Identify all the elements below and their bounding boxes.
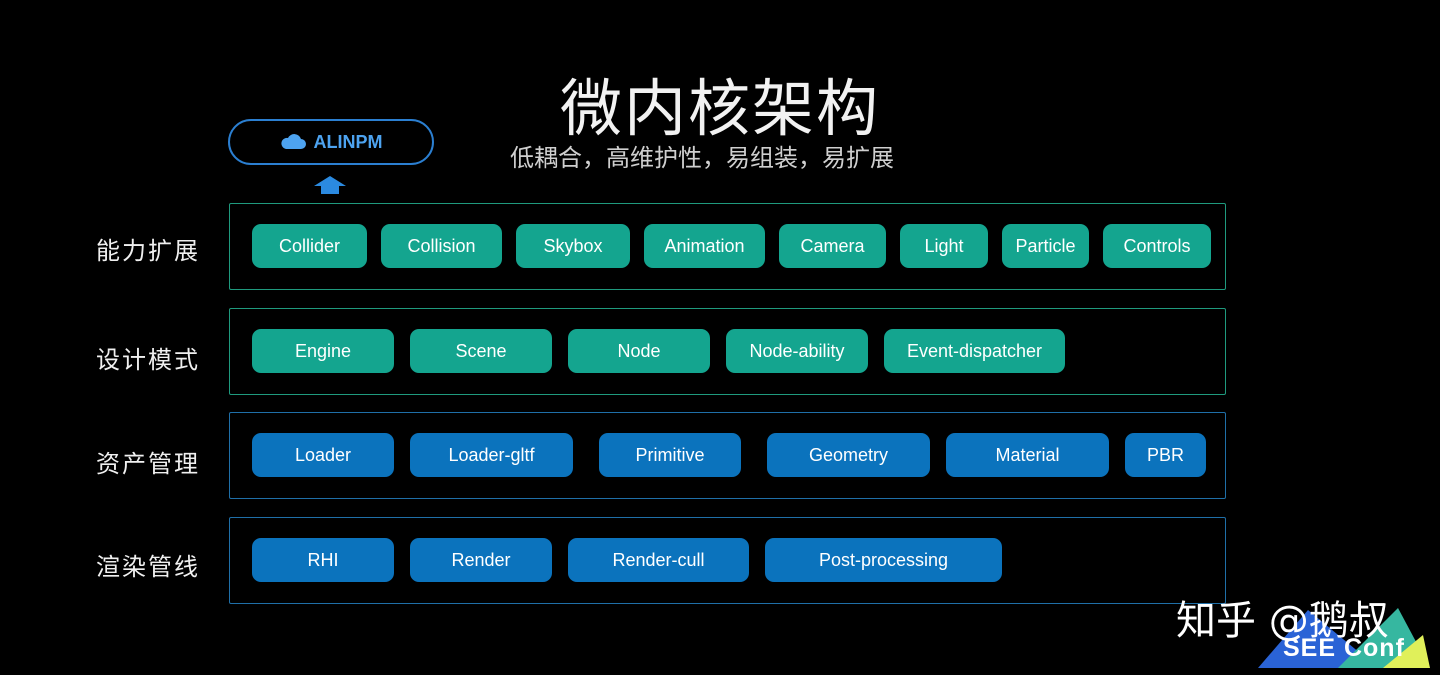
chip-engine[interactable]: Engine xyxy=(252,329,394,373)
chip-camera[interactable]: Camera xyxy=(779,224,886,268)
row-label-design-patterns: 设计模式 xyxy=(96,346,200,374)
chip-skybox[interactable]: Skybox xyxy=(516,224,630,268)
chip-post-processing[interactable]: Post-processing xyxy=(765,538,1002,582)
chip-pbr[interactable]: PBR xyxy=(1125,433,1206,477)
chip-controls[interactable]: Controls xyxy=(1103,224,1211,268)
seeconf-logo xyxy=(1258,608,1430,668)
chip-node-ability[interactable]: Node-ability xyxy=(726,329,868,373)
chip-render-cull[interactable]: Render-cull xyxy=(568,538,749,582)
chip-loader[interactable]: Loader xyxy=(252,433,394,477)
row-label-asset-management: 资产管理 xyxy=(96,450,200,478)
chip-geometry[interactable]: Geometry xyxy=(767,433,930,477)
row-asset-management: Loader Loader-gltf Primitive Geometry Ma… xyxy=(229,412,1226,499)
up-arrow-icon xyxy=(314,176,346,194)
chip-collision[interactable]: Collision xyxy=(381,224,502,268)
cloud-icon xyxy=(280,134,306,149)
chip-light[interactable]: Light xyxy=(900,224,988,268)
page-title: 微内核架构 xyxy=(559,72,880,145)
row-capability-extension: Collider Collision Skybox Animation Came… xyxy=(229,203,1226,290)
chip-event-dispatcher[interactable]: Event-dispatcher xyxy=(884,329,1065,373)
row-label-render-pipeline: 渲染管线 xyxy=(96,553,200,581)
alinpm-label: ALINPM xyxy=(313,131,383,152)
chip-scene[interactable]: Scene xyxy=(410,329,552,373)
chip-primitive[interactable]: Primitive xyxy=(599,433,741,477)
watermark-text: 知乎 @鹅叔 xyxy=(1176,598,1389,644)
chip-animation[interactable]: Animation xyxy=(644,224,765,268)
row-design-patterns: Engine Scene Node Node-ability Event-dis… xyxy=(229,308,1226,395)
chip-rhi[interactable]: RHI xyxy=(252,538,394,582)
chip-collider[interactable]: Collider xyxy=(252,224,367,268)
chip-material[interactable]: Material xyxy=(946,433,1109,477)
chip-node[interactable]: Node xyxy=(568,329,710,373)
chip-particle[interactable]: Particle xyxy=(1002,224,1089,268)
chip-render[interactable]: Render xyxy=(410,538,552,582)
page-subtitle: 低耦合，高维护性，易组装，易扩展 xyxy=(510,144,894,172)
row-label-capability: 能力扩展 xyxy=(96,237,200,265)
alinpm-badge: ALINPM xyxy=(228,119,434,165)
row-render-pipeline: RHI Render Render-cull Post-processing xyxy=(229,517,1226,604)
seeconf-logo-text: SEE Conf xyxy=(1283,634,1405,662)
chip-loader-gltf[interactable]: Loader-gltf xyxy=(410,433,573,477)
